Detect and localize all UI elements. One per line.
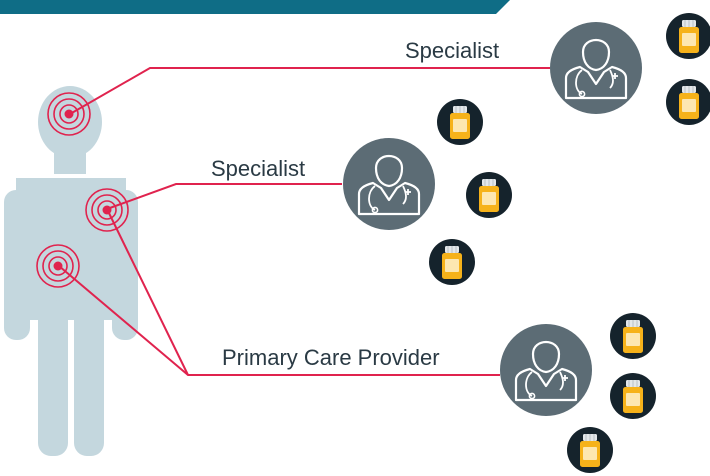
specialist-label-top: Specialist (405, 38, 499, 63)
pill-bottle-icon (665, 78, 710, 126)
pain-target-icon (85, 188, 129, 232)
specialist-label-middle: Specialist (211, 156, 305, 181)
header-bar (0, 0, 510, 14)
pill-bottle-icon (665, 12, 710, 60)
pain-target-icon (36, 244, 80, 288)
pill-bottle-icon (609, 312, 657, 360)
pill-bottle-icon (428, 238, 476, 286)
pill-bottle-icon (566, 426, 614, 474)
pill-bottle-icon (436, 98, 484, 146)
doctor-icon (548, 20, 644, 116)
primary-care-label: Primary Care Provider (222, 345, 440, 370)
doctor-icon (498, 322, 594, 418)
pill-bottle-icon (609, 372, 657, 420)
body-silhouette (4, 86, 138, 456)
pill-bottle-icon (465, 171, 513, 219)
doctor-icon (341, 136, 437, 232)
connector-lines (58, 67, 550, 376)
pain-target-icon (47, 92, 91, 136)
